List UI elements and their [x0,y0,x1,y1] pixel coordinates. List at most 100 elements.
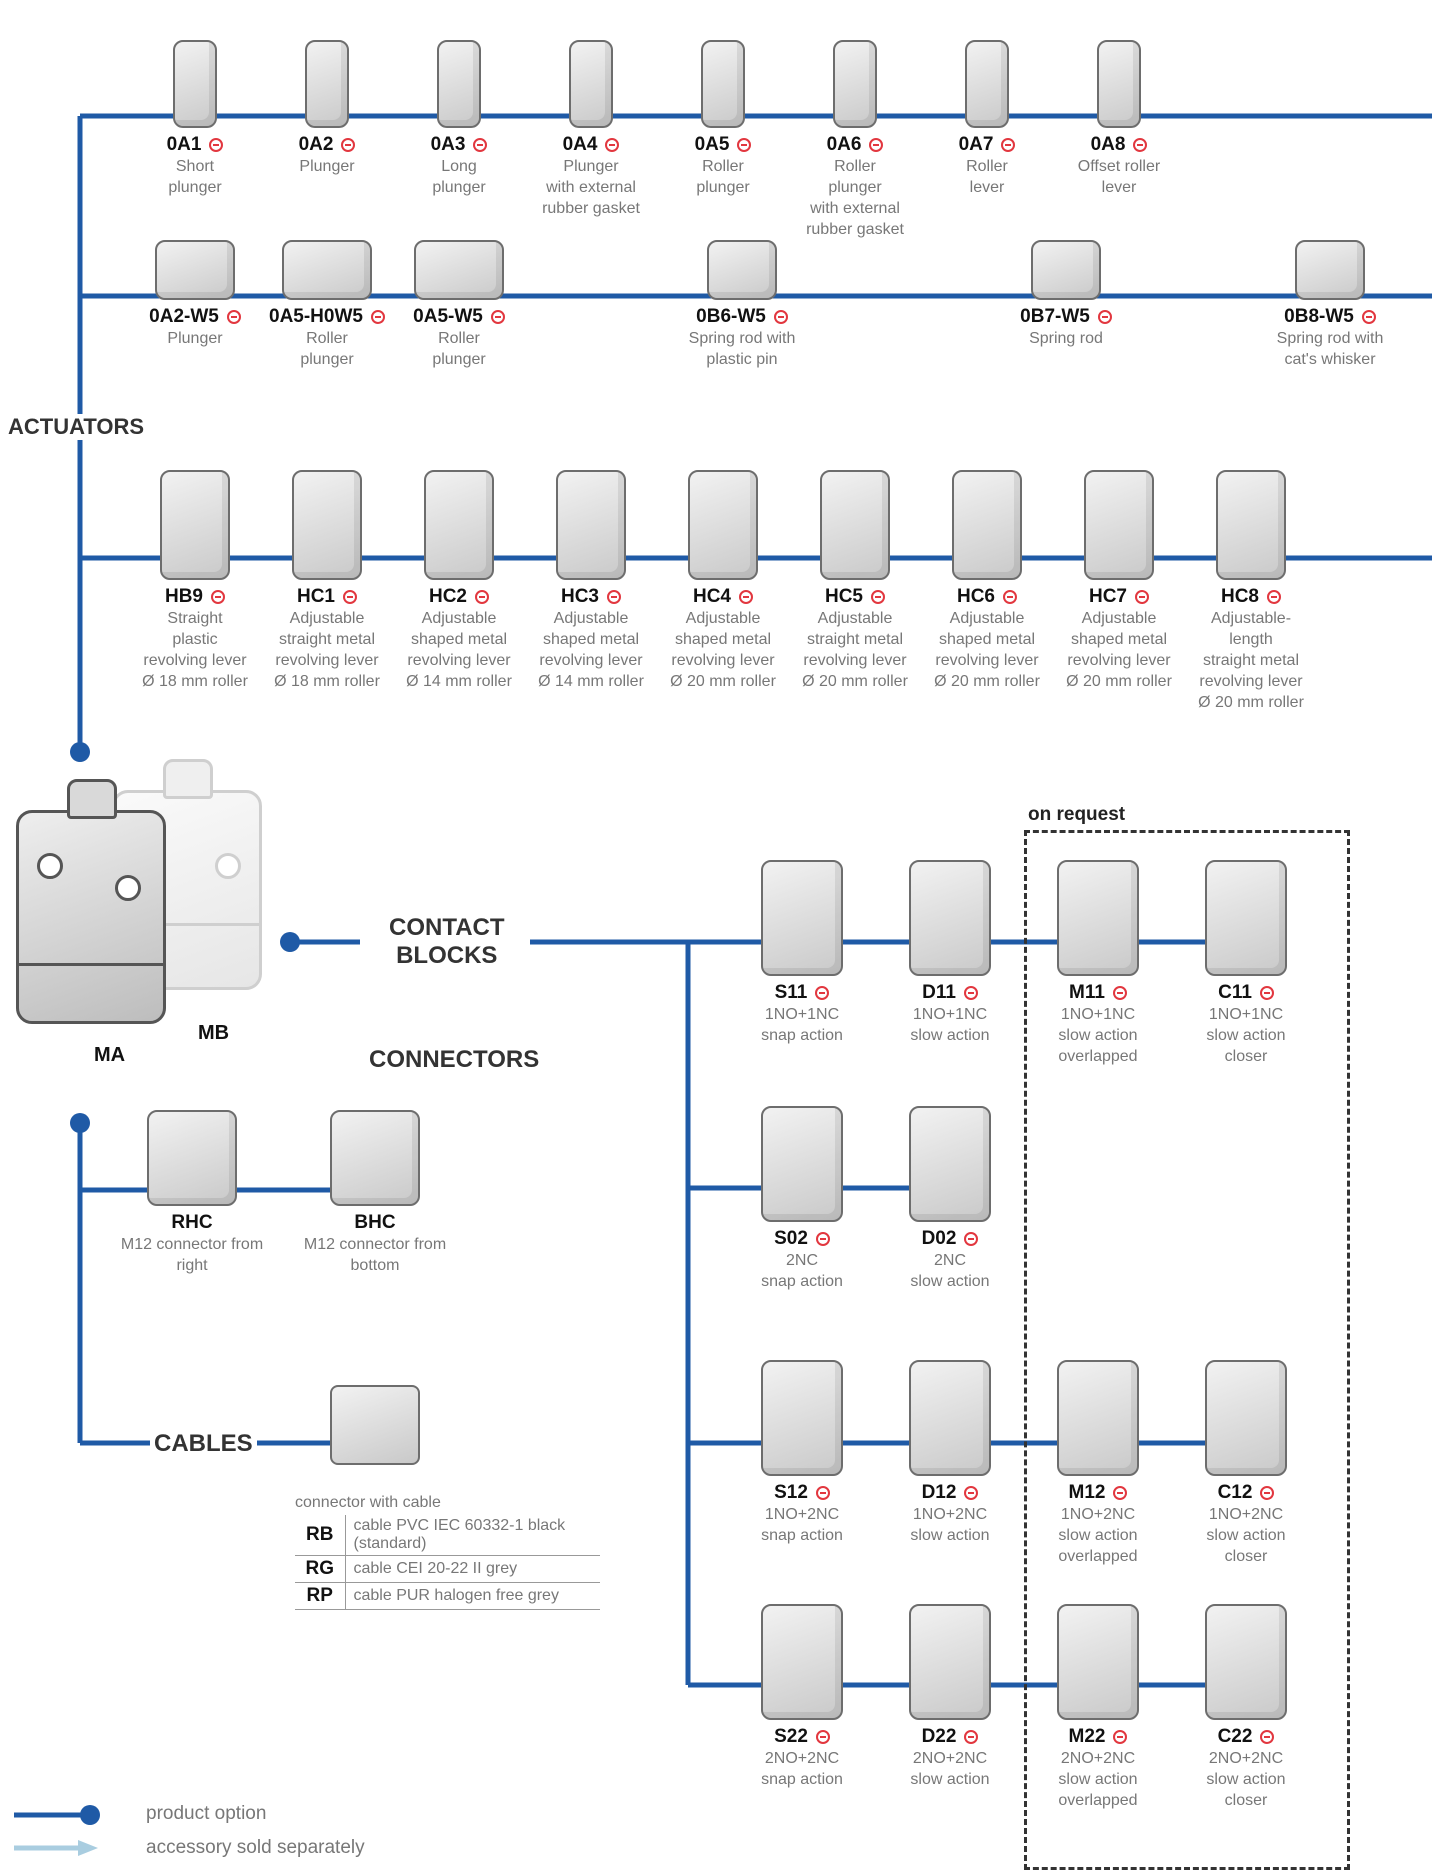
info-icon[interactable] [1260,1486,1275,1500]
actuator-0a7-image [965,40,1009,128]
info-icon[interactable] [209,138,224,152]
actuator-0b6-w5-code: 0B6-W5 [696,306,766,327]
actuator-hb9-image [160,470,230,580]
actuator-hc5-desc: Adjustable straight metal revolving leve… [802,610,908,690]
info-icon[interactable] [341,138,356,152]
actuator-0a2-w5-code: 0A2-W5 [149,306,219,327]
actuator-hc1-desc: Adjustable straight metal revolving leve… [274,610,380,690]
info-icon[interactable] [343,590,357,604]
info-icon[interactable] [1113,1730,1128,1744]
actuator-hc3-desc: Adjustable shaped metal revolving lever … [538,610,644,690]
actuator-hc7-desc: Adjustable shaped metal revolving lever … [1066,610,1172,690]
contact-s02-image [761,1106,843,1222]
info-icon[interactable] [607,590,621,604]
info-icon[interactable] [473,138,488,152]
contact-c12-desc: 1NO+2NC slow action closer [1206,1506,1286,1565]
info-icon[interactable] [211,590,225,604]
info-icon[interactable] [739,590,753,604]
contact-c22-desc: 2NO+2NC slow action closer [1206,1750,1286,1809]
cable-desc: cable PUR halogen free grey [345,1582,600,1610]
actuator-hc4-image [688,470,758,580]
actuator-0a2-desc: Plunger [299,158,355,175]
actuator-hc5-image [820,470,890,580]
actuator-0b7-w5-image [1031,240,1101,300]
info-icon[interactable] [1133,138,1148,152]
info-icon[interactable] [737,138,752,152]
actuator-0a8-code: 0A8 [1090,134,1126,155]
info-icon[interactable] [1361,310,1376,324]
info-icon[interactable] [1267,590,1281,604]
contact-m12-image [1057,1360,1139,1476]
housing-mb-label: MB [198,1022,230,1044]
info-icon[interactable] [964,1730,979,1744]
info-icon[interactable] [226,310,241,324]
legend-product-option: product option [146,1803,267,1824]
contact-c12-item: C12 1NO+2NC slow action closer [1171,1360,1321,1567]
connector-rhc-desc: M12 connector from right [120,1236,264,1274]
actuator-0a2-image [305,40,349,128]
cable-caption: connector with cable [295,1494,441,1511]
contact-d02-image [909,1106,991,1222]
housing-ma-image [16,779,166,1024]
info-icon[interactable] [370,310,385,324]
actuator-0a5-w5-image [414,240,504,300]
contact-d11-code: D11 [922,982,956,1003]
contact-c11-code: C11 [1218,982,1252,1003]
actuator-0a4-code: 0A4 [562,134,598,155]
actuator-0a2-code: 0A2 [298,134,334,155]
info-icon[interactable] [964,1486,979,1500]
contact-c12-code: C12 [1217,1482,1253,1503]
info-icon[interactable] [815,986,830,1000]
cable-code: RG [295,1555,346,1583]
actuator-0a5-w5-desc: Roller plunger [432,330,486,368]
contact-m12-desc: 1NO+2NC slow action overlapped [1058,1506,1138,1565]
info-icon[interactable] [963,986,978,1000]
info-icon[interactable] [475,590,489,604]
info-icon[interactable] [964,1232,979,1246]
contact-d02-desc: 2NC slow action [910,1252,990,1290]
info-icon[interactable] [1260,1730,1275,1744]
connector-bhc-desc: M12 connector from bottom [303,1236,447,1274]
contact-m22-code: M22 [1068,1726,1106,1747]
contact-m11-item: M11 1NO+1NC slow action overlapped [1023,860,1173,1067]
legend-accessory: accessory sold separately [146,1837,365,1858]
actuator-0a5-h0w5-desc: Roller plunger [300,330,354,368]
legend-product-dot [80,1805,100,1825]
actuator-0a7-code: 0A7 [958,134,994,155]
actuator-0b8-w5-code: 0B8-W5 [1284,306,1354,327]
contact-c22-code: C22 [1217,1726,1253,1747]
actuator-hc1-image [292,470,362,580]
info-icon[interactable] [1113,1486,1128,1500]
info-icon[interactable] [1001,138,1016,152]
info-icon[interactable] [1003,590,1017,604]
info-icon[interactable] [871,590,885,604]
actuator-0a3-code: 0A3 [430,134,466,155]
cable-desc: cable PVC IEC 60332-1 black (standard) [345,1515,600,1556]
info-icon[interactable] [869,138,884,152]
cable-code: RP [295,1582,346,1610]
contact-c11-image [1205,860,1287,976]
info-icon[interactable] [815,1730,830,1744]
cables-title: CABLES [150,1430,257,1458]
contact-s22-code: S22 [774,1726,808,1747]
contact-m11-code: M11 [1069,982,1105,1003]
info-icon[interactable] [1112,986,1127,1000]
info-icon[interactable] [815,1232,830,1246]
info-icon[interactable] [1259,986,1274,1000]
info-icon[interactable] [815,1486,830,1500]
contact-d02-code: D02 [921,1228,957,1249]
info-icon[interactable] [1097,310,1112,324]
info-icon[interactable] [773,310,788,324]
info-icon[interactable] [490,310,505,324]
info-icon[interactable] [605,138,620,152]
info-icon[interactable] [1135,590,1149,604]
actuator-dot [70,742,90,762]
contact-m11-desc: 1NO+1NC slow action overlapped [1058,1006,1138,1065]
